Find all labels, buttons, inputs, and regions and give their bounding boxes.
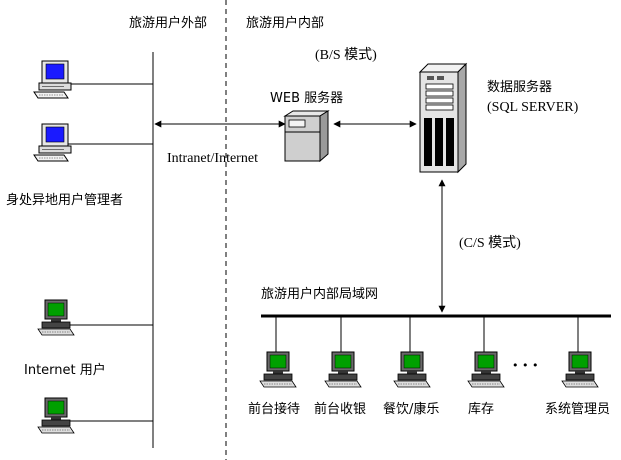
web-server-label: WEB 服务器 bbox=[270, 91, 344, 106]
internet-user-pc-icon-1 bbox=[37, 299, 75, 336]
client-label-3: 餐饮/康乐 bbox=[383, 402, 440, 417]
database-server-icon bbox=[418, 62, 468, 174]
ellipsis-label: • • • bbox=[512, 359, 539, 372]
client-pc-icon-3 bbox=[393, 351, 431, 388]
remote-admin-pc-icon-2 bbox=[33, 123, 72, 162]
outside-zone-label: 旅游用户外部 bbox=[129, 16, 208, 31]
lan-label: 旅游用户内部局域网 bbox=[261, 287, 379, 302]
client-label-4: 库存 bbox=[468, 402, 495, 417]
client-pc-icon-2 bbox=[324, 351, 362, 388]
client-pc-icon-5 bbox=[561, 351, 599, 388]
client-label-2: 前台收银 bbox=[314, 402, 367, 417]
web-server-icon bbox=[283, 110, 330, 163]
intranet-label: Intranet/Internet bbox=[167, 151, 258, 166]
client-pc-icon-1 bbox=[259, 351, 297, 388]
inside-zone-label: 旅游用户内部 bbox=[246, 16, 325, 31]
internet-user-pc-icon-2 bbox=[37, 397, 75, 434]
client-label-1: 前台接待 bbox=[248, 402, 301, 417]
cs-mode-label: (C/S 模式) bbox=[459, 236, 521, 251]
client-pc-icon-4 bbox=[467, 351, 505, 388]
bs-mode-label: (B/S 模式) bbox=[315, 48, 377, 63]
db-server-sublabel: (SQL SERVER) bbox=[487, 100, 579, 115]
remote-admin-label: 身处异地用户管理者 bbox=[6, 193, 124, 208]
client-label-5: 系统管理员 bbox=[545, 402, 611, 417]
remote-admin-pc-icon-1 bbox=[33, 60, 72, 99]
db-server-label: 数据服务器 bbox=[487, 80, 553, 95]
internet-user-label: Internet 用户 bbox=[24, 363, 106, 378]
